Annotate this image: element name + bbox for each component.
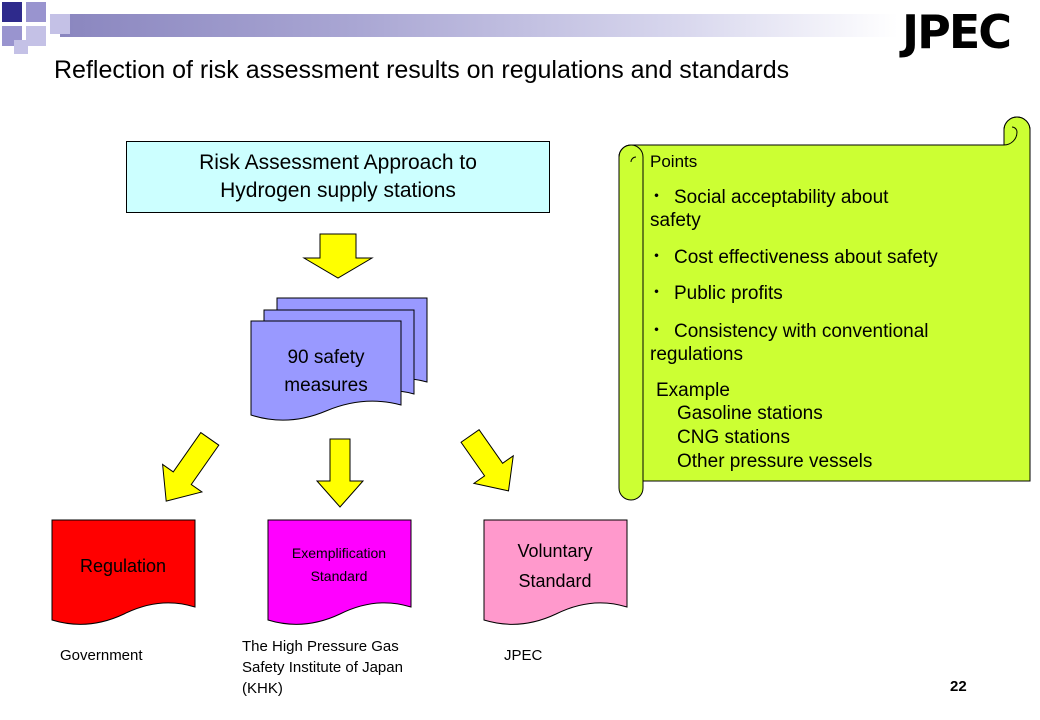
header-square	[2, 2, 22, 22]
regulation-label: Regulation	[80, 556, 166, 576]
points-item-1-line-1: Social acceptability about	[674, 187, 889, 208]
voluntary-line-1: Voluntary	[517, 541, 592, 561]
approach-line-2: Hydrogen supply stations	[220, 179, 456, 202]
arrow-to-exemplification	[315, 438, 365, 508]
header-square	[26, 26, 46, 46]
points-bullet: ・	[648, 321, 665, 340]
points-bullet: ・	[648, 247, 665, 266]
exemplification-owner-line-1: The High Pressure Gas	[242, 638, 399, 655]
approach-box: Risk Assessment Approach to Hydrogen sup…	[126, 141, 550, 213]
regulation-doc	[51, 519, 196, 625]
exemplification-owner-line-2: Safety Institute of Japan	[242, 659, 403, 676]
exemplification-owner: The High Pressure Gas Safety Institute o…	[242, 636, 462, 699]
points-heading: Points	[650, 152, 697, 171]
exemplification-doc	[267, 519, 412, 625]
header-squares	[2, 2, 70, 54]
exemplification-line-2: Standard	[311, 568, 368, 584]
voluntary-line-2: Standard	[518, 571, 591, 591]
slide-title: Reflection of risk assessment results on…	[54, 56, 790, 84]
example-heading: Example	[656, 380, 730, 401]
points-item-3-line-1: Public profits	[674, 283, 783, 304]
header-square	[26, 2, 46, 22]
safety-line-1: 90 safety	[287, 347, 365, 368]
jpec-logo: JPEC	[902, 5, 1012, 59]
exemplification-owner-line-3: (KHK)	[242, 680, 283, 697]
page-number: 22	[950, 678, 967, 695]
points-item-4-line-2: regulations	[650, 344, 743, 365]
points-bullet: ・	[648, 187, 665, 206]
exemplification-line-1: Exemplification	[292, 545, 386, 561]
arrow-to-voluntary	[460, 428, 514, 492]
arrow-to-regulation	[162, 431, 220, 502]
example-item: Other pressure vessels	[677, 451, 872, 472]
safety-line-2: measures	[284, 375, 367, 396]
header-square	[50, 14, 70, 34]
header-bar	[60, 14, 898, 37]
points-item-4-line-1: Consistency with conventional	[674, 321, 929, 342]
down-arrow-approach	[302, 233, 374, 279]
header-square	[14, 40, 28, 54]
approach-line-1: Risk Assessment Approach to	[199, 151, 477, 174]
regulation-owner: Government	[60, 647, 143, 664]
points-item-2-line-1: Cost effectiveness about safety	[674, 247, 938, 268]
points-item-1-line-2: safety	[650, 210, 701, 231]
points-scroll	[618, 116, 1031, 501]
example-item: CNG stations	[677, 427, 790, 448]
safety-doc-front	[250, 320, 402, 421]
voluntary-owner: JPEC	[504, 647, 543, 664]
voluntary-doc	[483, 519, 628, 625]
points-bullet: ・	[648, 283, 665, 302]
example-item: Gasoline stations	[677, 403, 823, 424]
